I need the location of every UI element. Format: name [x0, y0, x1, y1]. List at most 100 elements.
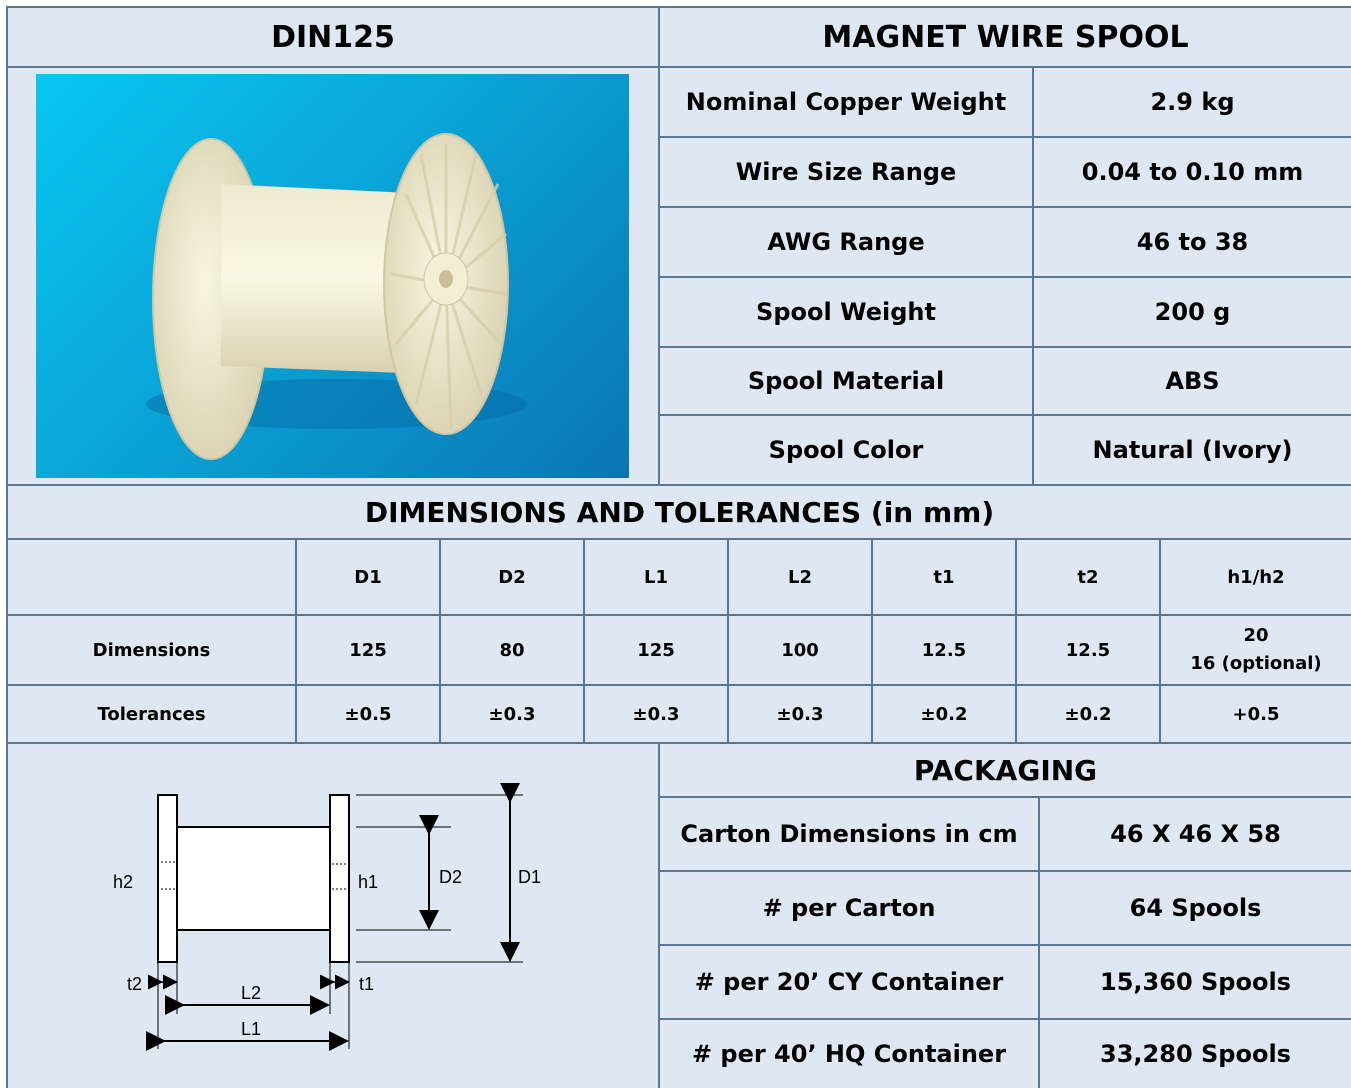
- dim-value-cell: 12.5: [1017, 616, 1159, 684]
- pack-value-cell: 33,280 Spools: [1040, 1020, 1351, 1088]
- label-l1: L1: [241, 1019, 261, 1039]
- dim-header-cell: t1: [873, 540, 1015, 614]
- spool-diagram: h2 h1 D2 D1 t2 t1 L2 L1: [113, 783, 541, 1051]
- spec-label: Wire Size Range: [735, 158, 957, 186]
- dim-value: 12.5: [1065, 639, 1111, 661]
- dim-value: 12.5: [921, 639, 967, 661]
- dim-value-cell: 125: [585, 616, 727, 684]
- tol-value: ±0.5: [344, 703, 392, 725]
- dim-row-label: Dimensions: [92, 639, 211, 661]
- dim-value: 125: [349, 639, 387, 661]
- pack-label: Carton Dimensions in cm: [680, 820, 1018, 848]
- pack-value: 33,280 Spools: [1100, 1040, 1291, 1068]
- spec-label-cell: AWG Range: [660, 208, 1032, 276]
- model-title-cell: DIN125: [8, 8, 658, 66]
- dim-value-cell: 100: [729, 616, 871, 684]
- spec-value: 2.9 kg: [1150, 88, 1235, 116]
- tol-value: ±0.3: [632, 703, 680, 725]
- tol-row-label-cell: Tolerances: [8, 686, 295, 742]
- label-t2: t2: [127, 974, 142, 994]
- packaging-title-cell: PACKAGING: [660, 744, 1351, 796]
- dim-header-cell: L1: [585, 540, 727, 614]
- dim-header: h1/h2: [1227, 566, 1285, 588]
- pack-label-cell: # per 40’ HQ Container: [660, 1020, 1038, 1088]
- spec-value: 200 g: [1154, 298, 1231, 326]
- spec-value-cell: 2.9 kg: [1034, 68, 1351, 136]
- pack-value-cell: 46 X 46 X 58: [1040, 798, 1351, 870]
- dim-header-cell: L2: [729, 540, 871, 614]
- tol-value-cell: ±0.2: [1017, 686, 1159, 742]
- dimensions-title: DIMENSIONS AND TOLERANCES (in mm): [364, 495, 995, 529]
- dim-header: t2: [1077, 566, 1099, 588]
- pack-label: # per Carton: [762, 894, 936, 922]
- pack-value-cell: 15,360 Spools: [1040, 946, 1351, 1018]
- spec-label-cell: Spool Color: [660, 416, 1032, 484]
- dim-value: 80: [499, 639, 525, 661]
- spec-value: 0.04 to 0.10 mm: [1081, 158, 1304, 186]
- label-d2: D2: [439, 867, 462, 887]
- spec-value-cell: 200 g: [1034, 278, 1351, 346]
- dim-value-optional: 16 (optional): [1190, 653, 1322, 674]
- label-h1: h1: [358, 872, 378, 892]
- pack-value-cell: 64 Spools: [1040, 872, 1351, 944]
- dimensions-title-cell: DIMENSIONS AND TOLERANCES (in mm): [8, 486, 1351, 538]
- dim-header: D2: [498, 566, 526, 588]
- tol-value-cell: ±0.3: [441, 686, 583, 742]
- pack-value: 15,360 Spools: [1100, 968, 1291, 996]
- spec-value: ABS: [1165, 367, 1220, 395]
- dim-header-cell: [8, 540, 295, 614]
- tol-value: ±0.2: [920, 703, 968, 725]
- tol-value: ±0.2: [1064, 703, 1112, 725]
- pack-value: 64 Spools: [1129, 894, 1262, 922]
- tol-value-cell: ±0.5: [297, 686, 439, 742]
- spec-value: 46 to 38: [1136, 228, 1249, 256]
- spec-label: AWG Range: [767, 228, 925, 256]
- dim-value-cell: 80: [441, 616, 583, 684]
- label-h2: h2: [113, 872, 133, 892]
- spec-label: Nominal Copper Weight: [685, 88, 1007, 116]
- dim-row-label-cell: Dimensions: [8, 616, 295, 684]
- spec-value-cell: ABS: [1034, 348, 1351, 414]
- spec-value-cell: 0.04 to 0.10 mm: [1034, 138, 1351, 206]
- dim-header: t1: [933, 566, 955, 588]
- dim-value-cell: 20 16 (optional): [1161, 616, 1351, 684]
- spec-label-cell: Spool Material: [660, 348, 1032, 414]
- dim-value: 125: [637, 639, 675, 661]
- product-title-cell: MAGNET WIRE SPOOL: [660, 8, 1351, 66]
- packaging-title: PACKAGING: [913, 753, 1098, 787]
- label-t1: t1: [359, 974, 374, 994]
- pack-label: # per 40’ HQ Container: [691, 1040, 1007, 1068]
- pack-label: # per 20’ CY Container: [694, 968, 1004, 996]
- tol-value: ±0.3: [488, 703, 536, 725]
- dim-header: L2: [788, 566, 812, 588]
- tol-value: +0.5: [1232, 703, 1280, 725]
- pack-label-cell: # per 20’ CY Container: [660, 946, 1038, 1018]
- dim-header: D1: [354, 566, 382, 588]
- tol-row-label: Tolerances: [97, 703, 206, 725]
- spec-value: Natural (Ivory): [1092, 436, 1293, 464]
- pack-value: 46 X 46 X 58: [1110, 820, 1281, 848]
- dim-header-cell: h1/h2: [1161, 540, 1351, 614]
- dim-header-cell: D1: [297, 540, 439, 614]
- dim-value-cell: 12.5: [873, 616, 1015, 684]
- model-title: DIN125: [271, 19, 395, 55]
- dim-value: 20: [1243, 625, 1269, 646]
- dim-header-cell: t2: [1017, 540, 1159, 614]
- spec-label: Spool Color: [768, 436, 924, 464]
- dim-value-cell: 125: [297, 616, 439, 684]
- dim-header-cell: D2: [441, 540, 583, 614]
- spec-label-cell: Nominal Copper Weight: [660, 68, 1032, 136]
- spec-label-cell: Wire Size Range: [660, 138, 1032, 206]
- product-title: MAGNET WIRE SPOOL: [822, 19, 1189, 55]
- tol-value-cell: ±0.2: [873, 686, 1015, 742]
- spec-label: Spool Weight: [756, 298, 936, 326]
- label-l2: L2: [241, 983, 261, 1003]
- label-d1: D1: [518, 867, 541, 887]
- tol-value-cell: +0.5: [1161, 686, 1351, 742]
- spec-value-cell: 46 to 38: [1034, 208, 1351, 276]
- pack-label-cell: Carton Dimensions in cm: [660, 798, 1038, 870]
- spec-label: Spool Material: [747, 367, 945, 395]
- tol-value-cell: ±0.3: [729, 686, 871, 742]
- dim-header: L1: [644, 566, 668, 588]
- pack-label-cell: # per Carton: [660, 872, 1038, 944]
